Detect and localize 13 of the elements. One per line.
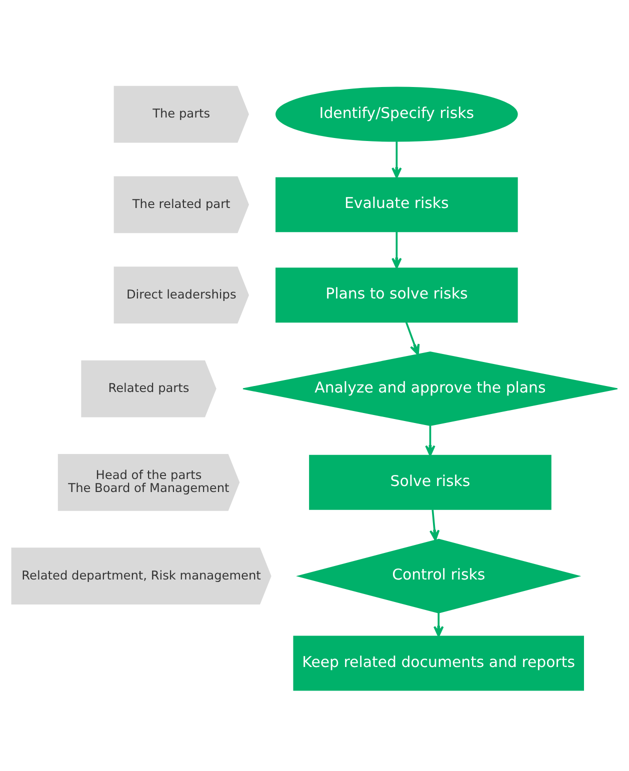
arrow <box>425 426 436 456</box>
arrow <box>433 612 444 637</box>
arrow <box>392 232 402 269</box>
arrow <box>429 510 440 541</box>
arrow <box>392 142 402 178</box>
node-diamond: Control risks <box>296 538 582 614</box>
node-box: Evaluate risks <box>276 177 518 232</box>
node-box: Keep related documents and reports <box>293 636 584 691</box>
arrow <box>405 322 420 356</box>
node-box: Solve risks <box>309 454 552 510</box>
node-ellipse: Identify/Specify risks <box>276 86 518 142</box>
node-box: Plans to solve risks <box>276 268 518 323</box>
node-diamond: Analyze and approve the plans <box>242 351 618 426</box>
